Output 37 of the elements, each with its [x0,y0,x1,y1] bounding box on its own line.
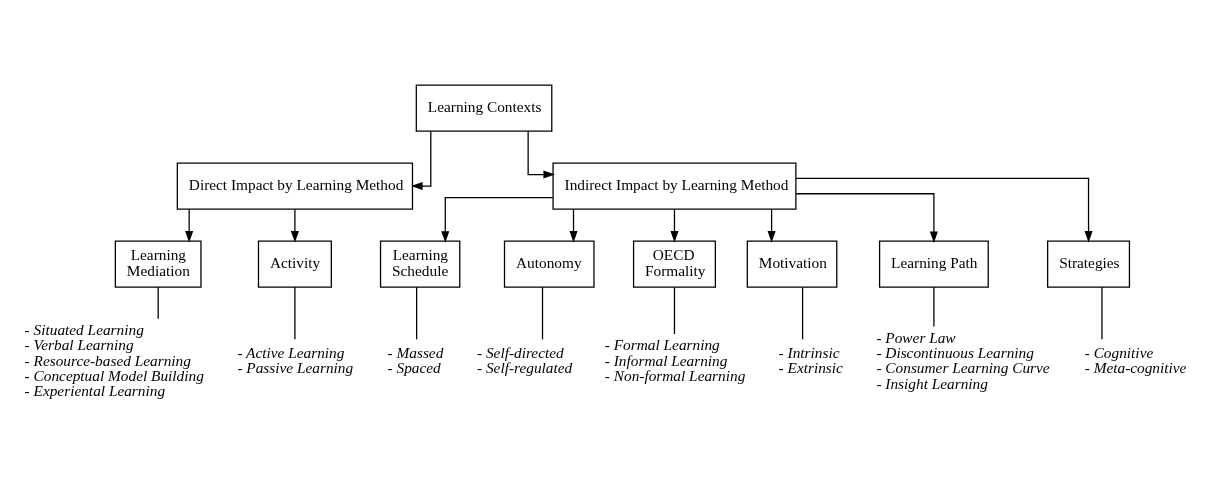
connector [416,286,418,340]
arrow [290,208,299,243]
arrow [569,208,578,243]
node-box: Learning Mediation [114,239,202,288]
node-box: OECD Formality [632,239,716,288]
node-box: Motivation [746,239,838,288]
node-text: - Cognitive - Meta-cognitive [1084,343,1187,376]
node-text: - Self-directed - Self-regulated [477,343,573,376]
connector [157,286,159,319]
connector [933,286,935,327]
node-box: Learning Contexts [415,83,553,132]
connector [541,286,544,340]
connector [801,286,804,340]
node-text: - Intrinsic - Extrinsic [778,343,843,376]
node-box: Direct Impact by Learning Method [176,161,414,210]
node-box: Activity [257,239,332,288]
arrow [441,196,554,243]
node-box: Autonomy [503,239,595,288]
arrow [527,130,555,179]
node-text: - Formal Learning - Informal Learning - Non-formal Learning [604,335,746,384]
arrow [767,208,776,243]
connector [673,286,676,335]
node-text: - Massed - Spaced [387,343,444,376]
node-text: - Power Law - Discontinuous Learning - Consumer Learning Curve - Insight Learning [876,328,1050,392]
node-box: Indirect Impact by Learning Method [552,161,797,210]
arrow [185,208,194,243]
arrow [670,208,679,243]
node-text: - Situated Learning - Verbal Learning - Resource-based Learning - Conceptual Model Building - Experiental Learning [24,320,204,399]
arrow [411,130,432,190]
node-text: - Active Learning - Passive Learning [237,343,354,376]
node-box: Learning Schedule [379,239,461,288]
node-box: Learning Path [878,239,989,288]
connector [294,286,296,340]
connector [1101,286,1103,340]
node-box: Strategies [1047,239,1131,288]
arrow [795,177,1093,243]
arrow [795,192,938,243]
